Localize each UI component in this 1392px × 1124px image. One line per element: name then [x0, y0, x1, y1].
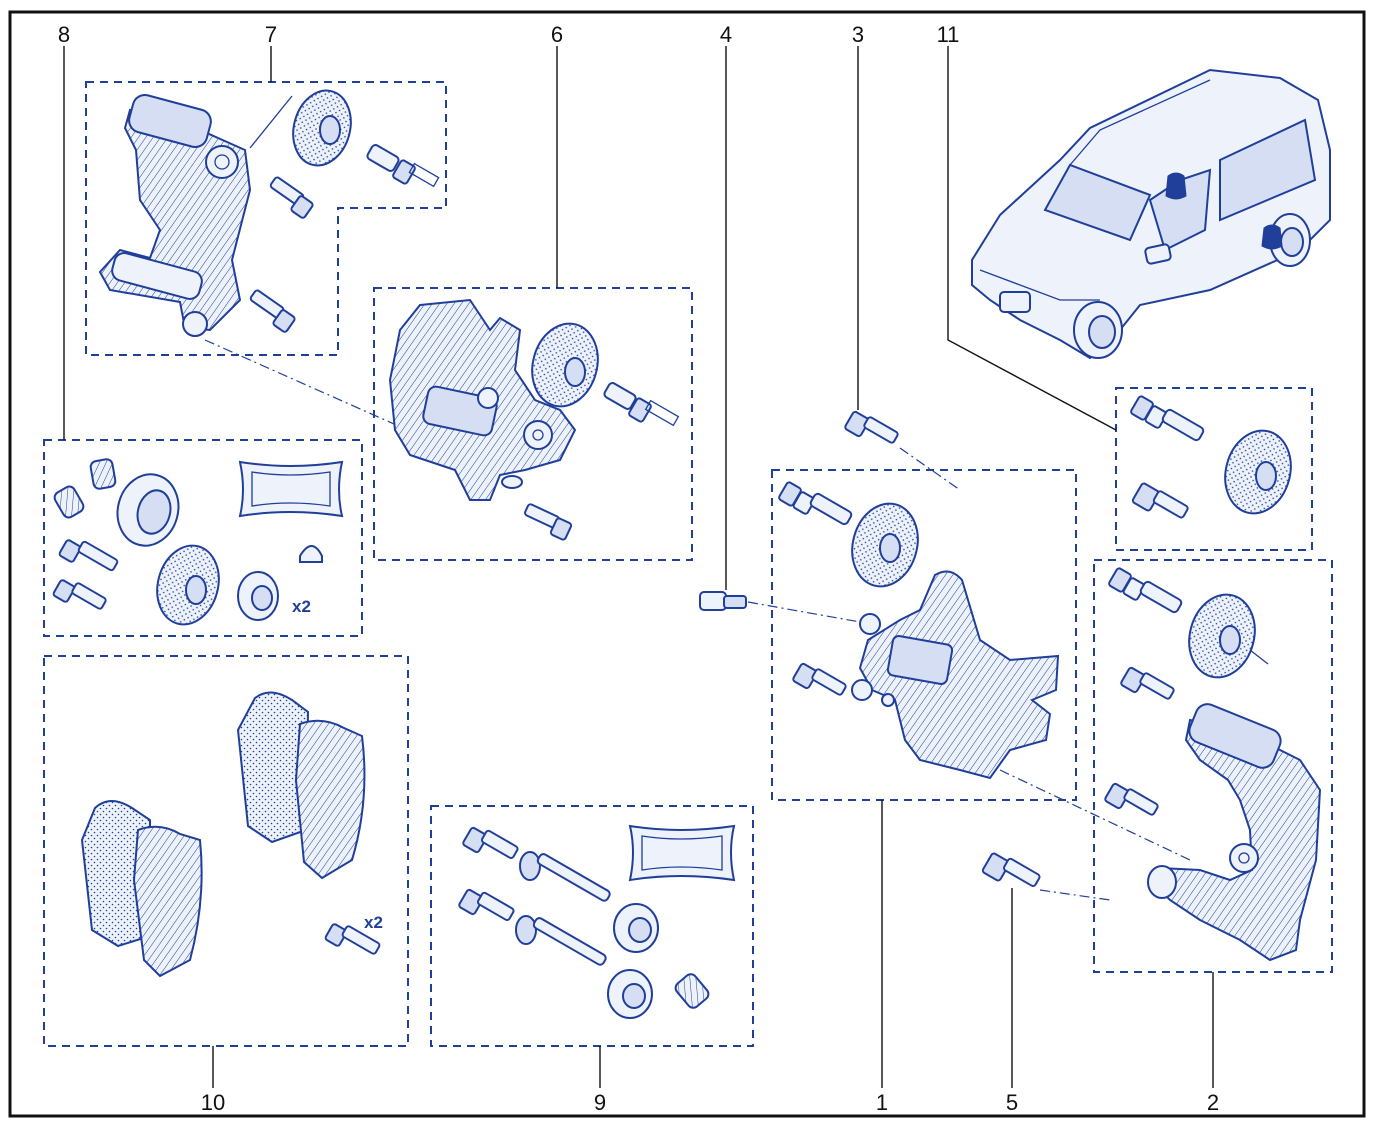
guide-pin-11 [1130, 395, 1205, 442]
washer-7 [292, 89, 352, 167]
callout-8: 8 [58, 22, 70, 47]
callout-4: 4 [720, 22, 732, 47]
callout-1: 1 [876, 1090, 888, 1115]
kit-box-1 [771, 469, 1077, 801]
kit-box-9 [430, 805, 754, 1047]
kit-box-8 [43, 439, 363, 637]
guide-pin-7 [366, 144, 440, 188]
bolt-5-line [1039, 889, 1111, 901]
kit-box-2 [1093, 559, 1333, 973]
brake-pad-10a [80, 800, 203, 978]
caliper-6 [388, 298, 577, 501]
bleed-screw-line [747, 601, 861, 623]
washer-2 [1188, 593, 1256, 679]
bolt-1 [792, 662, 847, 696]
washer-8 [156, 544, 220, 626]
kit-box-7 [85, 81, 447, 356]
cap-9 [674, 973, 710, 1009]
kit-box-10 [43, 655, 409, 1047]
carrier-bracket-2 [1147, 703, 1322, 962]
callout-6: 6 [551, 22, 563, 47]
carrier-bracket-7 [98, 93, 252, 337]
washer-11 [1224, 429, 1292, 515]
cap-8a [89, 458, 117, 490]
callout-9: 9 [594, 1090, 606, 1115]
bolt-3 [844, 410, 899, 444]
callout-10: 10 [201, 1090, 225, 1115]
bolt-8a [58, 539, 119, 572]
kit-box-11 [1115, 387, 1313, 551]
quantity-kit-8: x2 [292, 597, 311, 616]
bolt-9a [462, 826, 519, 859]
caliper-1 [851, 570, 1060, 780]
guide-pin-6 [603, 382, 680, 427]
washer-6 [531, 322, 599, 408]
grease-sachet-9 [628, 824, 736, 882]
washer-1 [851, 502, 919, 588]
cap-8b [53, 485, 85, 519]
guide-pin-9a [519, 851, 611, 902]
bolt-7b [249, 289, 296, 333]
leader-11 [947, 46, 1117, 431]
callout-7: 7 [265, 22, 277, 47]
boot-9a [613, 903, 659, 953]
quantity-kit-10: x2 [364, 913, 383, 932]
vehicle-illustration [971, 68, 1331, 360]
boot-8 [237, 571, 279, 621]
bolt-2b [1104, 782, 1159, 816]
bolt-3-line [899, 447, 961, 491]
callout-11: 11 [937, 22, 960, 47]
brake-pad-10b [236, 691, 366, 880]
kit-box-6 [373, 287, 693, 561]
guide-pin-2 [1108, 567, 1183, 614]
washer-to-bracket-line [1249, 649, 1269, 665]
bolt-8b [52, 579, 107, 610]
guide-pin-9b [515, 915, 607, 966]
bleed-screw-4 [699, 591, 747, 611]
boot-9b [607, 969, 653, 1019]
bolt-7a [269, 176, 314, 219]
caliper-to-bracket-line [999, 769, 1191, 861]
bolt-10 [324, 923, 381, 955]
seal-8 [116, 473, 180, 547]
callout-3: 3 [852, 22, 864, 47]
bolt-9b [458, 888, 515, 921]
bleed-cap-8 [299, 545, 323, 563]
grease-sachet-8 [238, 460, 344, 518]
callout-2: 2 [1207, 1090, 1219, 1115]
bolt-5 [981, 852, 1041, 887]
bolt-2a [1120, 666, 1175, 700]
guide-pin-1 [778, 481, 853, 526]
bolt-6 [524, 503, 573, 541]
bracket-to-washer-line [249, 95, 293, 149]
diagram-frame [8, 10, 1366, 1118]
bolt-11 [1131, 482, 1189, 519]
callout-5: 5 [1006, 1090, 1018, 1115]
